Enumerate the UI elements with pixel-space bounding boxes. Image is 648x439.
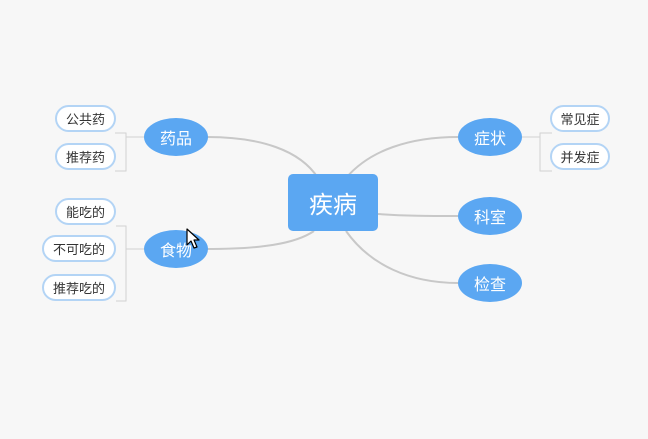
bracket-zhengzhuang [522, 132, 552, 172]
connector-center-keshi [377, 213, 459, 217]
leaf-node-tuijianchide[interactable]: 推荐吃的 [42, 274, 116, 301]
branch-node-yaopin[interactable]: 药品 [144, 118, 208, 156]
connector-center-shiwu [206, 230, 315, 250]
branch-node-jiancha[interactable]: 检查 [458, 264, 522, 302]
root-node-jibing[interactable]: 疾病 [288, 174, 378, 231]
branch-node-zhengzhuang[interactable]: 症状 [458, 118, 522, 156]
leaf-node-gonggongyao[interactable]: 公共药 [55, 105, 116, 132]
bracket-yaopin [115, 132, 145, 172]
connector-center-zhengzhuang [345, 136, 459, 179]
mouse-pointer-icon [186, 228, 200, 249]
leaf-node-changjianzheng[interactable]: 常见症 [550, 105, 610, 132]
branch-node-shiwu[interactable]: 食物 [144, 230, 208, 268]
leaf-node-bukechide[interactable]: 不可吃的 [42, 235, 116, 262]
branch-node-keshi[interactable]: 科室 [458, 197, 522, 235]
connector-center-yaopin [206, 136, 319, 179]
connector-center-jiancha [345, 230, 459, 284]
bracket-shiwu [116, 225, 145, 302]
leaf-node-bingfazheng[interactable]: 并发症 [550, 143, 610, 170]
leaf-node-tuijianyao[interactable]: 推荐药 [55, 143, 116, 170]
leaf-node-nengchide[interactable]: 能吃的 [55, 198, 116, 225]
